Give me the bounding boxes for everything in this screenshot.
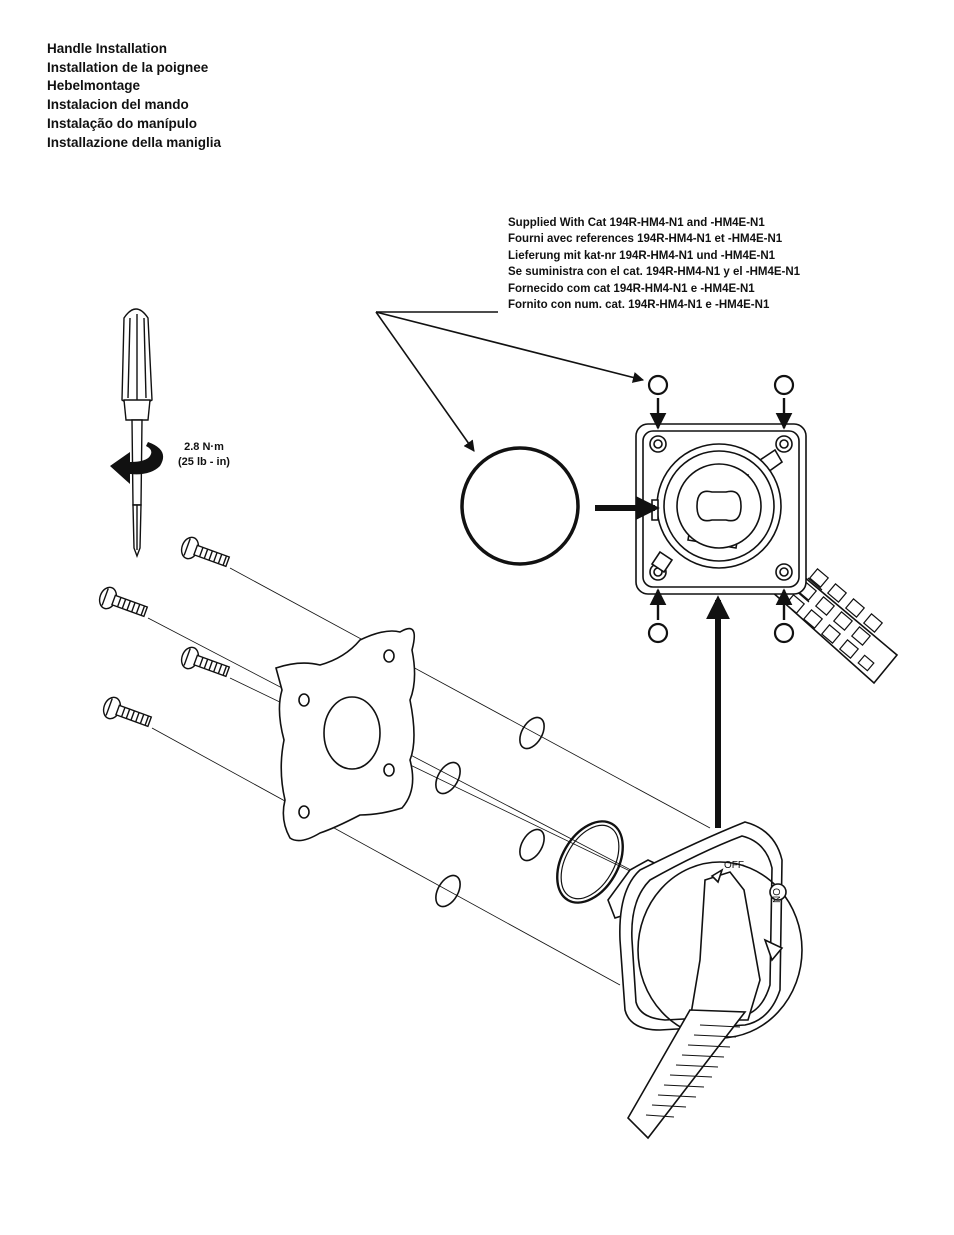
rotary-handle-icon (607, 821, 803, 1140)
hole-markers (647, 374, 795, 644)
screw-icon (180, 646, 231, 678)
axis-lines (147, 567, 711, 986)
on-label: ON (770, 888, 781, 903)
supplied-line: Lieferung mit kat-nr 194R-HM4-N1 und -HM… (508, 249, 776, 262)
supplied-line: Fornito con num. cat. 194R-HM4-N1 e -HM4… (508, 299, 770, 312)
supplied-line: Supplied With Cat 194R-HM4-N1 and -HM4E-… (508, 217, 765, 229)
screw-icon (98, 586, 149, 618)
leader-lines (375, 311, 645, 452)
o-ring-icon (435, 716, 624, 908)
heading-line: Installation de la poignee (47, 59, 209, 75)
torque-spec: 2.8 N·m (25 lb - in) (168, 440, 240, 470)
assembly-arrows (595, 496, 730, 828)
supplied-line: Fourni avec references 194R-HM4-N1 et -H… (508, 233, 783, 246)
rotate-arrow-icon (110, 442, 164, 484)
supplied-line: Se suministra con el cat. 194R-HM4-N1 y … (508, 266, 801, 279)
heading-line: Hebelmontage (47, 78, 141, 94)
supplied-line: Fornecido com cat 194R-HM4-N1 e -HM4E-N1 (508, 282, 755, 295)
screw-icon (180, 536, 231, 568)
switch-body-icon (635, 423, 899, 685)
heading-list: Handle Installation Installation de la p… (47, 40, 221, 152)
off-label: OFF (724, 860, 744, 871)
hole-arrows (649, 398, 793, 620)
heading-line: Instalação do manípulo (47, 115, 198, 131)
heading-line: Instalacion del mando (47, 97, 189, 113)
screwdriver-icon (121, 308, 153, 558)
gasket-plate-icon (275, 627, 416, 842)
o-ring-icon (460, 446, 580, 566)
heading-line: Installazione della maniglia (47, 134, 222, 150)
torque-metric: 2.8 N·m (184, 441, 224, 453)
supplied-note: Supplied With Cat 194R-HM4-N1 and -HM4E-… (508, 215, 800, 313)
heading-line: Handle Installation (47, 41, 168, 56)
screw-icon (102, 696, 153, 728)
torque-imperial: (25 lb - in) (178, 456, 230, 468)
